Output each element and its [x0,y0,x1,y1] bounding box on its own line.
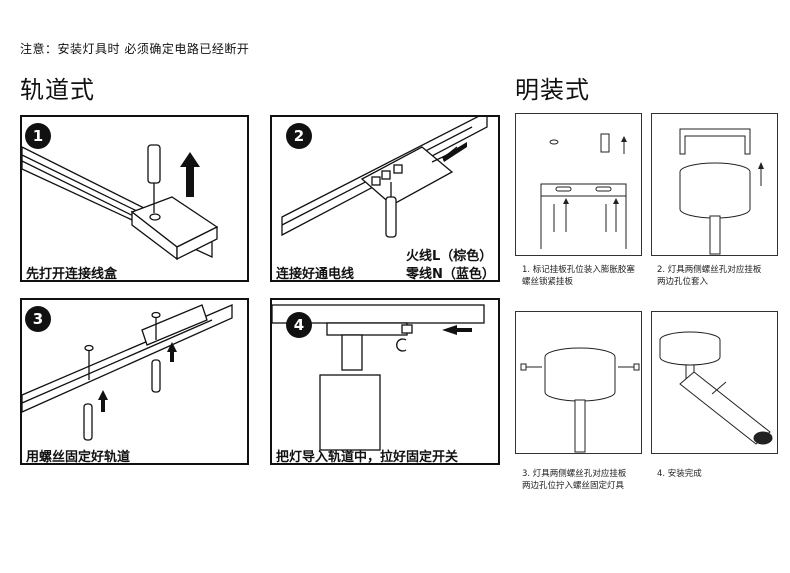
track-step-2-illustration [281,117,488,238]
surface-step-1-caption-line-2: 螺丝锁紧挂板 [522,277,574,287]
surface-step-1-panel [515,113,642,256]
track-step-4-panel: 4 把灯导入轨道中，拉好固定开关 [270,298,500,465]
surface-step-4-panel [651,311,778,454]
step-number-badge: 2 [286,123,312,149]
step-number-badge: 1 [25,123,51,149]
track-step-1-caption: 先打开连接线盒 [26,267,118,282]
surface-step-2-caption-line-1: 2. 灯具两侧螺丝孔对应挂板 [657,265,762,275]
surface-step-3-panel [515,311,642,454]
track-step-1-illustration [22,144,219,261]
safety-notice: 注意：安装灯具时 必须确定电路已经断开 [20,42,250,56]
track-step-4-caption: 把灯导入轨道中，拉好固定开关 [276,450,459,465]
surface-step-3-caption-line-1: 3. 灯具两侧螺丝孔对应挂板 [522,469,627,479]
surface-step-2-caption-line-2: 两边孔位套入 [657,277,709,287]
step-number-badge: 4 [286,312,312,338]
step-number-badge: 3 [25,306,51,332]
track-step-3-caption: 用螺丝固定好轨道 [26,450,131,465]
surface-step-3-illustration [520,347,640,453]
surface-step-4-caption-line-1: 4. 安装完成 [657,469,702,479]
wire-live-label: 火线L（棕色） [406,249,493,264]
track-step-4-illustration [272,304,485,451]
surface-step-4-illustration [659,331,773,445]
section-title-surface: 明装式 [515,76,590,104]
track-step-3-panel: 3 用螺丝固定好轨道 [20,298,249,465]
surface-step-3-caption-line-2: 两边孔位拧入螺丝固定灯具 [522,481,625,491]
track-step-2-panel: 2 火线L（棕色） 零线N（蓝色） 连接好通电线 [270,115,500,282]
track-step-3-illustration [22,304,233,441]
track-step-2-caption: 连接好通电线 [276,267,355,282]
section-title-track: 轨道式 [20,76,95,104]
surface-step-2-illustration [679,128,764,255]
surface-step-1-caption-line-1: 1. 标记挂板孔位装入膨胀胶塞 [522,265,635,275]
track-step-1-panel: 1 先打开连接线盒 [20,115,249,282]
wire-neutral-label: 零线N（蓝色） [406,267,495,282]
surface-step-1-illustration [540,133,627,249]
surface-step-2-panel [651,113,778,256]
